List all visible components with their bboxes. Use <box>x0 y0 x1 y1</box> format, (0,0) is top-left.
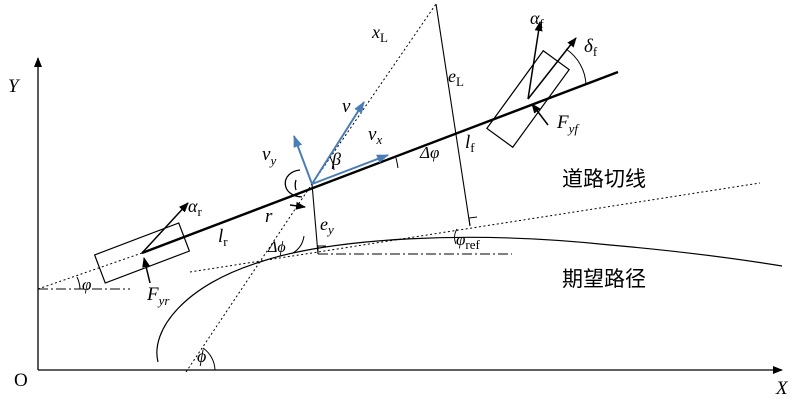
desired-path-curve <box>156 236 783 363</box>
dphi-arc <box>292 235 305 254</box>
beta-label: β <box>331 149 341 169</box>
phi-ref-label: φref <box>456 230 481 252</box>
road-tangent-line <box>189 182 761 273</box>
phi-label: ϕ <box>197 346 206 366</box>
xL-label: xL <box>371 22 388 45</box>
yaw-rate-head <box>289 201 306 210</box>
v-arrow <box>311 101 365 185</box>
eL-label: eL <box>448 66 464 89</box>
road-tangent-label: 道路切线 <box>562 167 646 191</box>
fyr-arrow <box>142 257 151 284</box>
delta-f-arrow <box>527 37 577 100</box>
phi-ref-arc <box>454 228 458 245</box>
dvarphi-label: Δφ <box>419 143 439 162</box>
lf-label: lf <box>465 132 475 155</box>
fyf-label: Fyf <box>556 112 580 136</box>
varphi-label: φ <box>82 275 91 294</box>
yaw-rate-arc <box>294 179 297 191</box>
ey-label: ey <box>320 214 334 237</box>
v-label: v <box>342 96 351 117</box>
vx-arrow <box>311 154 389 185</box>
desired-path-label: 期望路径 <box>562 267 646 291</box>
dvarphi-arc <box>395 157 399 169</box>
ey-line <box>311 183 319 255</box>
fyr-label: Fyr <box>146 284 170 308</box>
ey-right-angle <box>317 245 326 254</box>
beta-arc <box>329 156 335 171</box>
x-axis-label: X <box>775 378 789 399</box>
dphi-label: Δϕ <box>267 239 286 256</box>
delta-f-arc <box>565 48 587 86</box>
body-axis-extension <box>37 252 143 290</box>
alpha-r-arrow <box>141 202 189 254</box>
xL-line <box>311 3 437 185</box>
eL-right-angle <box>468 216 478 227</box>
fyf-arrow <box>531 103 549 126</box>
phi-arc <box>202 347 216 371</box>
alpha-f-arrow <box>527 21 543 100</box>
yaw-rate-arc-main <box>284 169 303 198</box>
eL-line <box>435 3 471 227</box>
vehicle-body-axis <box>141 70 619 255</box>
vy-arrow <box>293 135 313 185</box>
origin-label: O <box>14 370 28 391</box>
vx-label: vx <box>368 124 382 147</box>
phi-line <box>185 183 313 373</box>
alpha-r-label: αr <box>188 196 202 219</box>
front-wheel <box>486 49 570 149</box>
r-label: r <box>265 206 273 227</box>
y-axis-label: Y <box>8 76 21 97</box>
alpha-f-label: αf <box>530 8 544 31</box>
lr-label: lr <box>218 226 228 249</box>
varphi-arc <box>76 276 81 290</box>
vy-label: vy <box>262 144 276 168</box>
delta-f-label: δf <box>584 36 598 59</box>
